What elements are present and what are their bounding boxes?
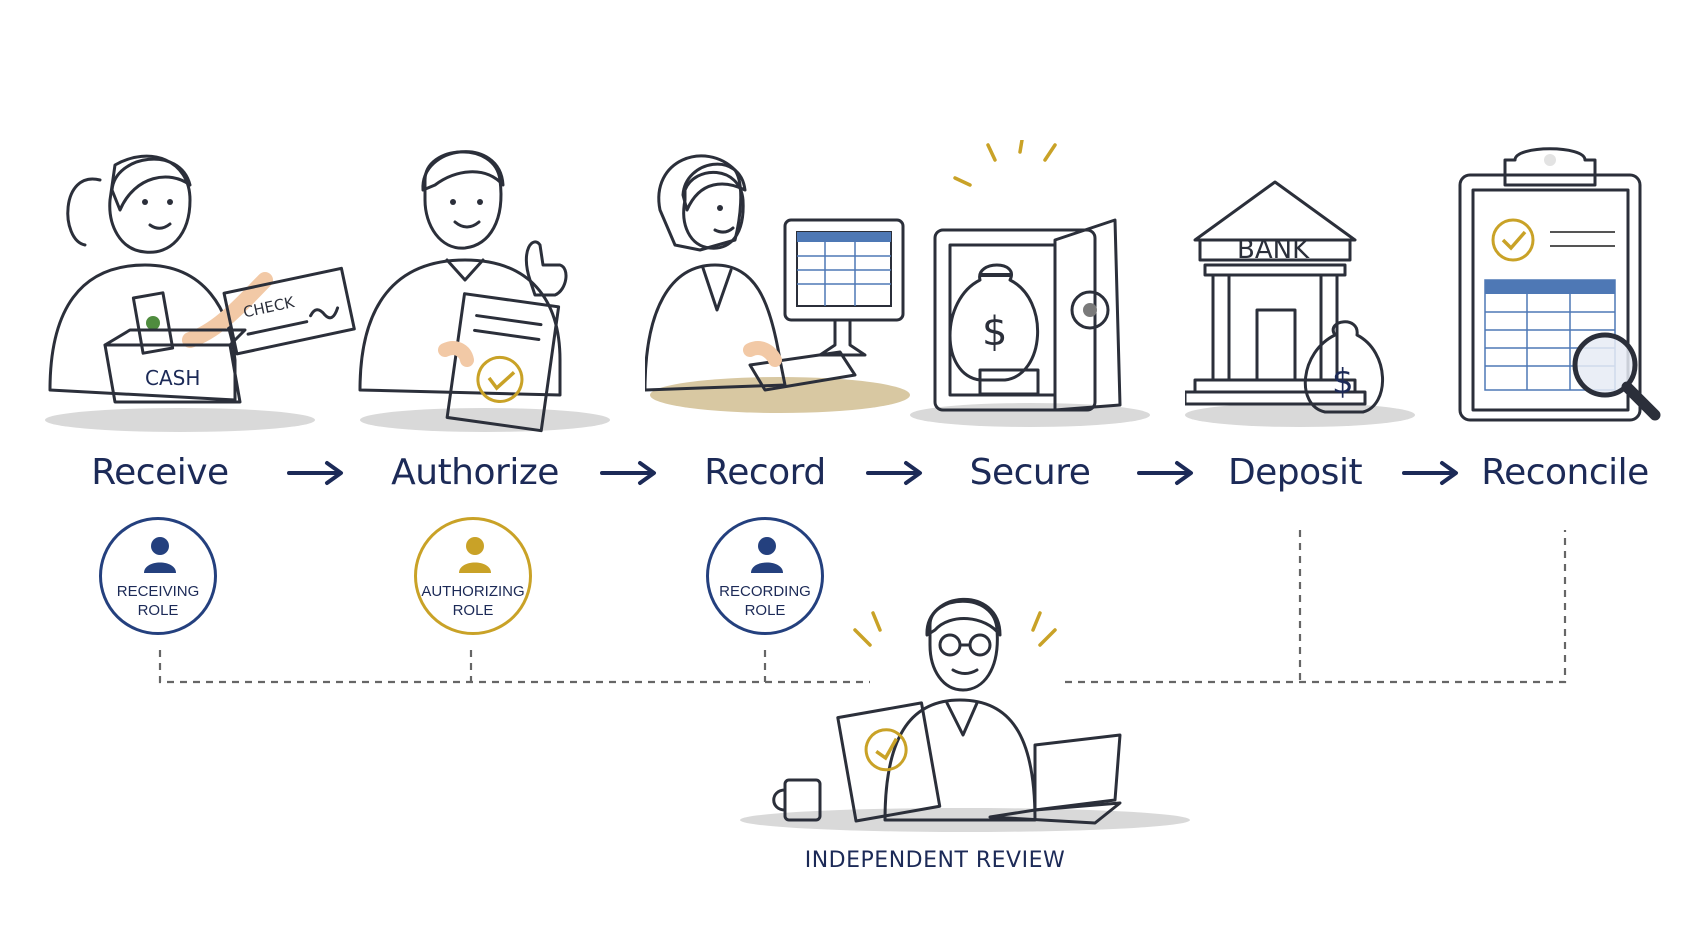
open-safe-icon: $ xyxy=(910,138,1150,427)
reconcile-illustration xyxy=(1455,140,1693,440)
arrow-right-icon xyxy=(600,461,656,485)
role-badge-receiving: RECEIVING ROLE xyxy=(99,517,217,635)
independent-review-illustration xyxy=(735,585,1195,835)
svg-text:$: $ xyxy=(982,309,1007,355)
arrow-right-icon xyxy=(1137,461,1193,485)
step-label-record: Record xyxy=(704,452,826,493)
step-label-reconcile: Reconcile xyxy=(1481,452,1649,493)
independent-review-label: INDEPENDENT REVIEW xyxy=(804,848,1066,873)
svg-text:$: $ xyxy=(1332,362,1354,402)
deposit-illustration: BANK $ xyxy=(1183,140,1425,440)
role-badge-authorizing: AUTHORIZING ROLE xyxy=(414,517,532,635)
authorize-illustration xyxy=(355,140,610,440)
arrow-right-icon xyxy=(287,461,343,485)
person-icon xyxy=(751,537,783,573)
cash-box-text: CASH xyxy=(145,366,200,390)
cashier-with-cash-box-icon: CHECK CASH xyxy=(45,154,356,432)
record-illustration xyxy=(643,140,910,440)
clerk-at-computer-icon xyxy=(643,154,910,413)
step-label-authorize: Authorize xyxy=(391,452,559,493)
secure-illustration: $ xyxy=(910,138,1150,440)
role-label: RECORDING ROLE xyxy=(719,583,811,619)
person-icon xyxy=(459,537,491,573)
bank-building-icon: BANK $ xyxy=(1183,180,1415,427)
receive-illustration: CHECK CASH xyxy=(40,140,356,440)
role-label: RECEIVING ROLE xyxy=(116,583,200,619)
person-icon xyxy=(144,537,176,573)
bank-text: BANK xyxy=(1237,235,1310,265)
role-badge-recording: RECORDING ROLE xyxy=(706,517,824,635)
role-label: AUTHORIZING ROLE xyxy=(421,583,525,619)
arrow-right-icon xyxy=(1402,461,1458,485)
step-label-receive: Receive xyxy=(91,452,229,493)
step-label-deposit: Deposit xyxy=(1227,452,1363,493)
reviewer-at-desk-icon xyxy=(740,597,1190,832)
approver-with-document-icon xyxy=(358,150,610,433)
step-label-secure: Secure xyxy=(969,452,1091,493)
arrow-right-icon xyxy=(866,461,922,485)
clipboard-magnifier-icon xyxy=(1458,147,1661,422)
